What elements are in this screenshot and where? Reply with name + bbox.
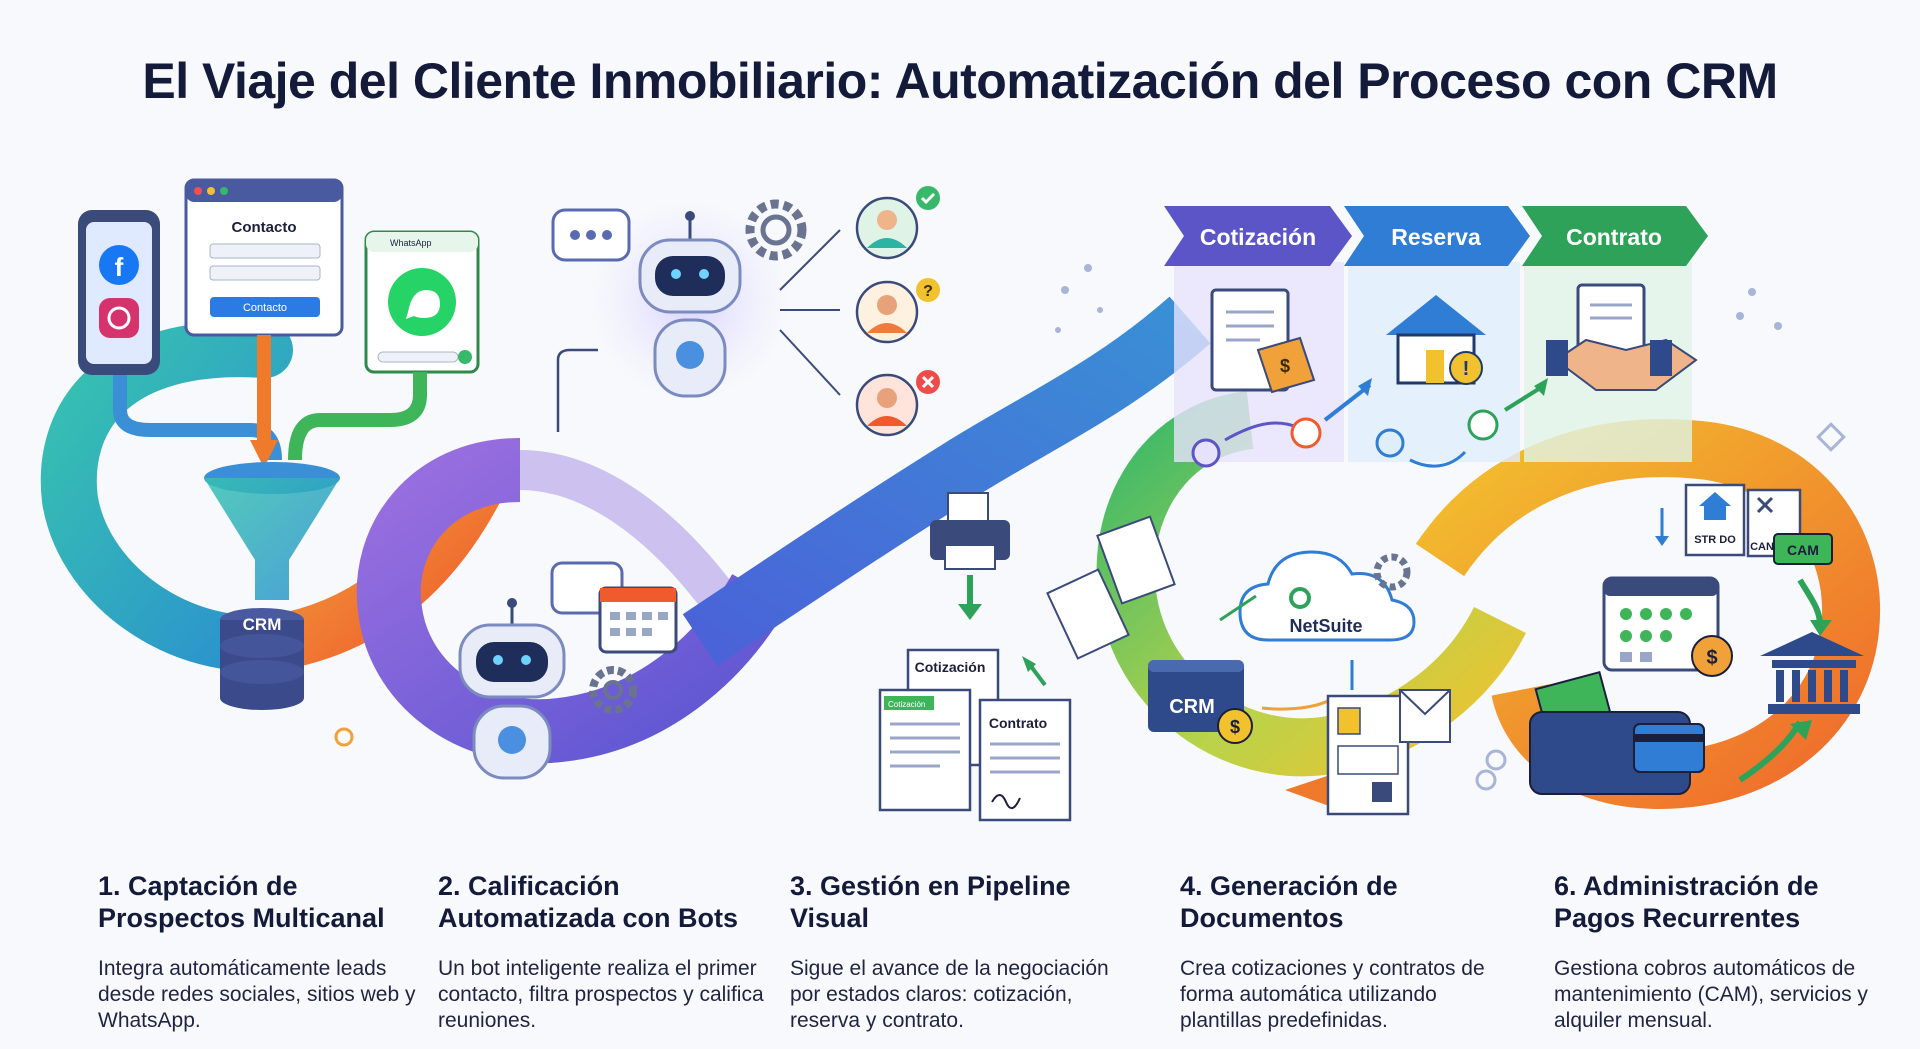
step-6-title: 6. Administración de Pagos Recurrentes bbox=[1554, 871, 1819, 933]
quote-document-icon: $ bbox=[1210, 288, 1316, 394]
step-3-text: Sigue el avance de la negociación por es… bbox=[790, 957, 1109, 1032]
doc-cotizacion-title: Cotización bbox=[915, 659, 986, 675]
invoice-icon bbox=[1326, 689, 1451, 816]
ribbon-blue bbox=[682, 296, 1211, 666]
step-4: 4. Generación de Documentos Crea cotizac… bbox=[1180, 870, 1510, 1034]
whatsapp-label: WhatsApp bbox=[390, 238, 432, 248]
step-2-title: 2. Calificación Automatizada con Bots bbox=[438, 871, 739, 933]
ribbon-purple bbox=[356, 438, 788, 764]
step-3-title: 3. Gestión en Pipeline Visual bbox=[790, 871, 1071, 933]
house-alert-icon: ! bbox=[1386, 295, 1486, 385]
whatsapp-window: WhatsApp bbox=[364, 230, 480, 374]
crm-label: CRM bbox=[243, 615, 282, 634]
step-1-text: Integra automáticamente leads desde rede… bbox=[98, 957, 416, 1032]
netsuite-cloud-icon: NetSuite bbox=[1238, 550, 1416, 642]
step-1: 1. Captación de Prospectos Multicanal In… bbox=[98, 870, 428, 1034]
step-6: 6. Administración de Pagos Recurrentes G… bbox=[1554, 870, 1884, 1034]
service-doc-label: CAN bbox=[1750, 541, 1774, 553]
svg-text:$: $ bbox=[1280, 356, 1290, 376]
ribbon-purple-inner bbox=[519, 450, 736, 613]
contract-doc: Contrato bbox=[978, 698, 1072, 822]
printer-icon bbox=[930, 492, 1010, 620]
pipeline-label-cotizacion: Cotización bbox=[1200, 224, 1316, 250]
signed-papers-icon bbox=[1022, 515, 1176, 687]
robot-icon-bottom bbox=[458, 598, 566, 780]
netsuite-label: NetSuite bbox=[1289, 616, 1362, 636]
contact-form-window: Contacto Contacto bbox=[184, 178, 344, 337]
cam-label: CAM bbox=[1787, 542, 1819, 558]
robot-icon-top bbox=[638, 211, 742, 398]
chat-bubble-icon bbox=[551, 208, 631, 262]
svg-text:f: f bbox=[115, 252, 124, 282]
flow-dot bbox=[1191, 438, 1221, 468]
pipeline-label-contrato: Contrato bbox=[1566, 224, 1662, 250]
svg-text:?: ? bbox=[923, 283, 933, 300]
property-doc-label: STR DO bbox=[1694, 534, 1736, 546]
avatar-pending: ? bbox=[780, 278, 940, 344]
step-2-text: Un bot inteligente realiza el primer con… bbox=[438, 957, 764, 1032]
pipeline-stage-reserva: Reserva bbox=[1344, 206, 1530, 266]
calendar-chat-icon bbox=[550, 561, 678, 654]
gear-icon bbox=[745, 199, 807, 261]
funnel-icon bbox=[204, 462, 340, 600]
pipeline-label-reserva: Reserva bbox=[1391, 224, 1481, 250]
svg-text:!: ! bbox=[1463, 358, 1470, 380]
crm-billing-label: CRM bbox=[1169, 696, 1215, 718]
pipeline-stage-contrato: Contrato bbox=[1522, 206, 1708, 266]
wallet-icon bbox=[1529, 670, 1705, 795]
pipeline-stage-cotizacion: Cotización bbox=[1164, 206, 1352, 266]
contact-form-button: Contacto bbox=[243, 302, 287, 314]
bank-icon bbox=[1760, 632, 1864, 714]
handshake-contract-icon bbox=[1546, 283, 1698, 391]
gear-icon-cloud bbox=[1373, 553, 1411, 591]
svg-text:$: $ bbox=[1706, 647, 1717, 669]
page-title: El Viaje del Cliente Inmobiliario: Autom… bbox=[142, 53, 1778, 109]
cam-tag-icon: CAM bbox=[1773, 533, 1833, 565]
property-doc-icon: STR DO bbox=[1684, 483, 1746, 557]
phone-icon: f bbox=[78, 210, 160, 375]
crm-billing-window: CRM $ bbox=[1148, 660, 1253, 744]
contact-form-title: Contacto bbox=[232, 219, 297, 236]
svg-text:$: $ bbox=[1230, 717, 1240, 737]
crm-database-icon: CRM bbox=[220, 608, 304, 710]
step-4-text: Crea cotizaciones y contratos de forma a… bbox=[1180, 957, 1485, 1032]
avatar-rejected bbox=[779, 329, 940, 437]
doc-cotizacion-tag: Cotización bbox=[888, 700, 925, 709]
avatar-approved bbox=[779, 186, 940, 291]
gear-icon-small bbox=[589, 666, 637, 714]
doc-contrato-title: Contrato bbox=[989, 715, 1047, 731]
step-2: 2. Calificación Automatizada con Bots Un… bbox=[438, 870, 768, 1034]
step-6-text: Gestiona cobros automáticos de mantenimi… bbox=[1554, 957, 1868, 1032]
decorative-dots bbox=[334, 264, 1846, 791]
step-4-title: 4. Generación de Documentos bbox=[1180, 871, 1398, 933]
payment-calendar-icon: $ bbox=[1602, 576, 1733, 677]
step-3: 3. Gestión en Pipeline Visual Sigue el a… bbox=[790, 870, 1120, 1034]
step-1-title: 1. Captación de Prospectos Multicanal bbox=[98, 871, 385, 933]
pipe-green bbox=[288, 372, 427, 461]
